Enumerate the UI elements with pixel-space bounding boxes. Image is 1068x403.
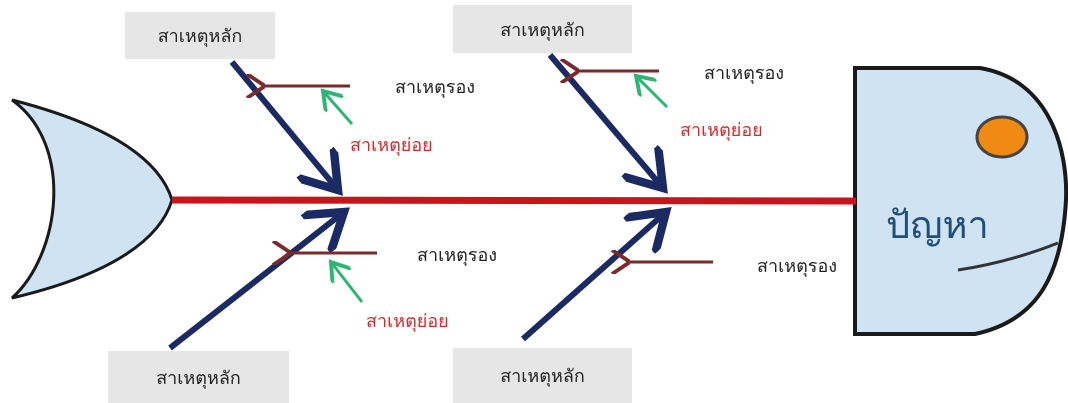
main-cause-label: สาเหตุหลัก bbox=[125, 12, 275, 59]
main-cause-label: สาเหตุหลัก bbox=[453, 5, 632, 53]
main-cause-label: สาเหตุหลัก bbox=[108, 351, 289, 403]
sub-arrow-2 bbox=[636, 76, 669, 109]
main-bone-bottom-right bbox=[521, 212, 666, 342]
sub-arrow-1 bbox=[323, 91, 354, 125]
spine bbox=[171, 196, 857, 205]
secondary-cause-label: สาเหตุรอง bbox=[704, 63, 785, 84]
problem-label: ปัญหา bbox=[886, 203, 989, 247]
main-cause-label: สาเหตุหลัก bbox=[453, 348, 632, 403]
sub-cause-label: สาเหตุย่อย bbox=[680, 120, 763, 141]
secondary-cause-label: สาเหตุรอง bbox=[417, 245, 498, 266]
secondary-cause-label: สาเหตุรอง bbox=[757, 256, 838, 277]
main-bone-top-left bbox=[229, 60, 338, 190]
fish-eye bbox=[975, 115, 1029, 159]
main-bone-top-right bbox=[547, 53, 663, 188]
sub-cause-label: สาเหตุย่อย bbox=[350, 135, 433, 156]
sub-arrow-3 bbox=[331, 262, 364, 303]
main-bone-bottom-left bbox=[168, 212, 344, 351]
sub-cause-label: สาเหตุย่อย bbox=[366, 311, 449, 332]
secondary-cause-label: สาเหตุรอง bbox=[395, 77, 476, 98]
fish-tail bbox=[10, 98, 174, 300]
fish-mouth bbox=[957, 241, 1059, 272]
